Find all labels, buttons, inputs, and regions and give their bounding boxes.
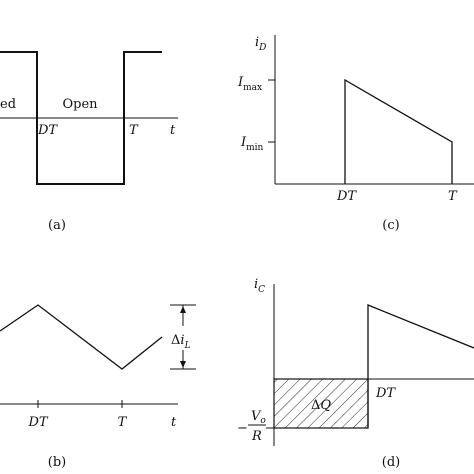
panel-c-tick-dt: DT — [336, 189, 357, 204]
panel-a-closed-label: ed — [0, 97, 16, 112]
panel-c-tick-t: T — [448, 189, 458, 204]
panel-b-tick-dt: DT — [27, 415, 48, 430]
panel-b-inductor-current-waveform — [0, 304, 163, 370]
panel-c-diode-current-waveform — [344, 78, 453, 184]
panel-c-imax-label: Imax — [237, 75, 262, 93]
panel-d-charge-label: ΔQ — [311, 398, 331, 413]
panel-a-tick-dt: DT — [37, 123, 58, 138]
panel-b-ripple-label: ΔiL — [171, 333, 191, 351]
panel-b-axis-t: t — [171, 415, 177, 430]
panel-c-imin-label: Imin — [240, 135, 264, 153]
panel-c: iD Imax Imin DT T (c) — [237, 35, 474, 233]
panel-d: iC ΔQ DT − Vo R (d) — [237, 277, 474, 470]
panel-a: ed Open DT T t (a) — [0, 51, 178, 233]
panel-c-axis-label: iD — [255, 35, 266, 53]
panel-d-capacitor-current-waveform — [367, 304, 474, 428]
panel-b-ripple-arrowhead-down — [180, 361, 186, 368]
panel-a-open-label: Open — [62, 97, 98, 112]
panel-d-neg-sign: − — [237, 421, 248, 436]
panel-d-frac-numerator: Vo — [251, 409, 266, 426]
panel-d-caption: (d) — [382, 455, 400, 470]
panel-c-caption: (c) — [382, 218, 399, 233]
panel-b-tick-t: T — [118, 415, 128, 430]
panel-b: ΔiL DT T t (b) — [0, 304, 196, 470]
panel-a-switch-waveform — [0, 51, 162, 185]
panel-b-ripple-arrowhead-up — [180, 306, 186, 313]
panel-a-tick-t: T — [129, 123, 139, 138]
panel-d-frac-denominator: R — [251, 429, 262, 444]
panel-d-tick-dt: DT — [375, 386, 396, 401]
panel-b-caption: (b) — [48, 455, 66, 470]
panel-a-axis-t: t — [170, 123, 176, 138]
panel-a-caption: (a) — [48, 218, 66, 233]
panel-d-axis-label: iC — [254, 277, 265, 295]
